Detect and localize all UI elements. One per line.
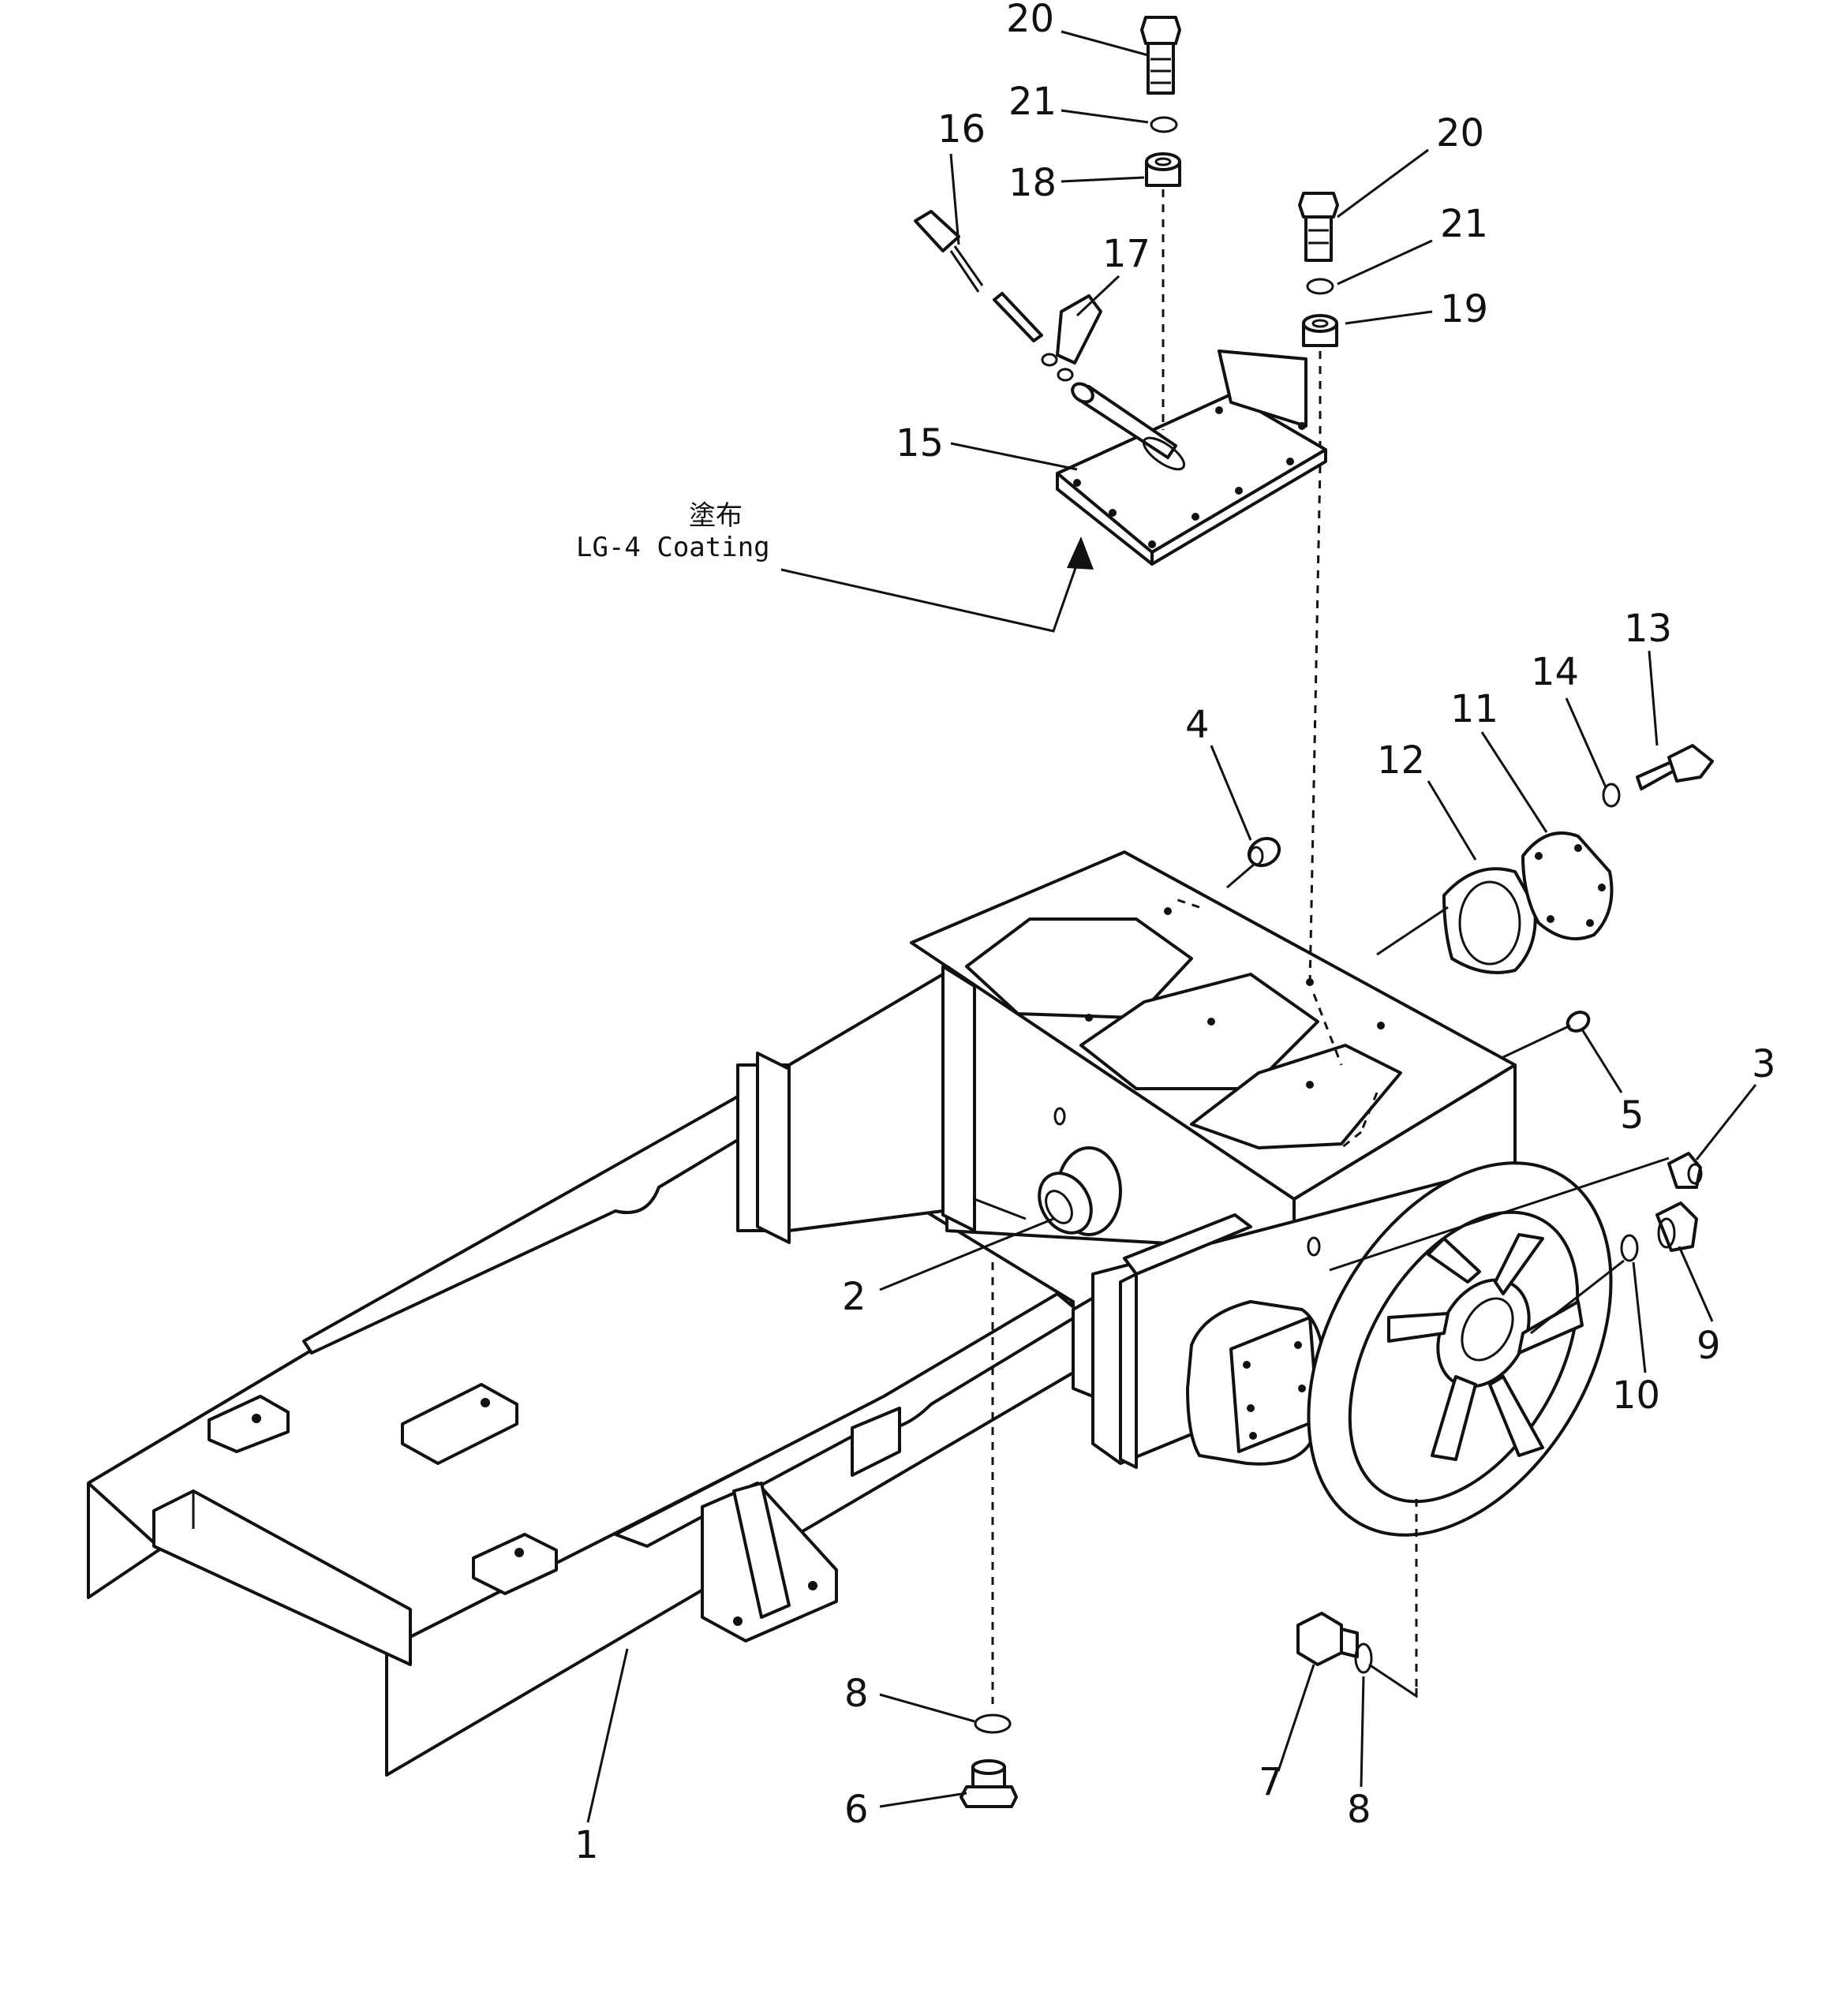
bolt-13 — [1636, 744, 1714, 790]
plug-3 — [1667, 1152, 1703, 1189]
plug-9 — [1655, 1201, 1698, 1252]
grommet-17 — [1056, 294, 1102, 364]
o-ring-8-left — [974, 1713, 1012, 1734]
callout-2: 2 — [842, 1275, 866, 1319]
callout-20-right: 20 — [1436, 111, 1484, 155]
callout-7: 7 — [1259, 1760, 1283, 1804]
washer-21-right — [1306, 278, 1334, 295]
callout-5: 5 — [1620, 1093, 1644, 1138]
callout-8-right: 8 — [1347, 1788, 1371, 1832]
main-frame — [87, 1095, 1083, 1777]
cover-11 — [1521, 831, 1614, 940]
callout-8-left: 8 — [844, 1672, 869, 1716]
callout-15: 15 — [896, 421, 944, 465]
callout-21-upper: 21 — [1008, 80, 1057, 124]
plug-7 — [1296, 1612, 1359, 1666]
callout-6: 6 — [844, 1788, 869, 1832]
callout-labels: 20 21 16 18 20 21 17 19 15 13 14 11 12 4… — [574, 0, 1776, 1867]
washer-14 — [1602, 783, 1621, 808]
o-ring-10 — [1620, 1234, 1639, 1262]
callout-13: 13 — [1624, 607, 1672, 651]
callout-4: 4 — [1185, 703, 1210, 747]
callout-21-right: 21 — [1440, 202, 1488, 246]
coating-note: 塗布 LG-4 Coating — [576, 500, 770, 563]
sprocket-wheel — [1307, 1161, 1613, 1537]
spacer-18 — [1145, 152, 1181, 187]
callout-18: 18 — [1008, 161, 1057, 205]
callout-17: 17 — [1102, 232, 1150, 276]
transmission-case — [736, 850, 1517, 1469]
coating-note-japanese: 塗布 — [689, 500, 743, 532]
bolt-20-right — [1298, 192, 1339, 262]
o-ring-8-right — [1354, 1642, 1373, 1674]
o-ring-small-parts — [1041, 353, 1074, 382]
breather-2 — [1038, 1172, 1093, 1235]
gasket-12 — [1442, 867, 1537, 974]
callout-20-upper: 20 — [1006, 0, 1054, 41]
dipstick — [914, 210, 1043, 342]
leader-lines — [586, 30, 1757, 1823]
bolt-20-upper — [1140, 16, 1181, 95]
callout-19: 19 — [1440, 287, 1488, 331]
callout-16: 16 — [937, 107, 986, 151]
plug-4 — [1247, 836, 1281, 868]
callout-11: 11 — [1450, 687, 1498, 731]
callout-14: 14 — [1531, 650, 1579, 694]
top-cover-plate — [1056, 349, 1327, 566]
assembly-lines — [974, 189, 1670, 1704]
callout-12: 12 — [1377, 738, 1425, 783]
dipstick-tube — [1071, 382, 1186, 471]
callout-9: 9 — [1696, 1324, 1721, 1368]
callout-1: 1 — [574, 1823, 599, 1867]
callout-3: 3 — [1752, 1042, 1776, 1086]
plug-6 — [960, 1759, 1018, 1808]
spacer-19 — [1302, 314, 1338, 347]
coating-note-english: LG-4 Coating — [576, 532, 770, 563]
plug-5 — [1566, 1011, 1591, 1033]
callout-10: 10 — [1612, 1373, 1660, 1418]
washer-21-upper — [1150, 116, 1178, 133]
